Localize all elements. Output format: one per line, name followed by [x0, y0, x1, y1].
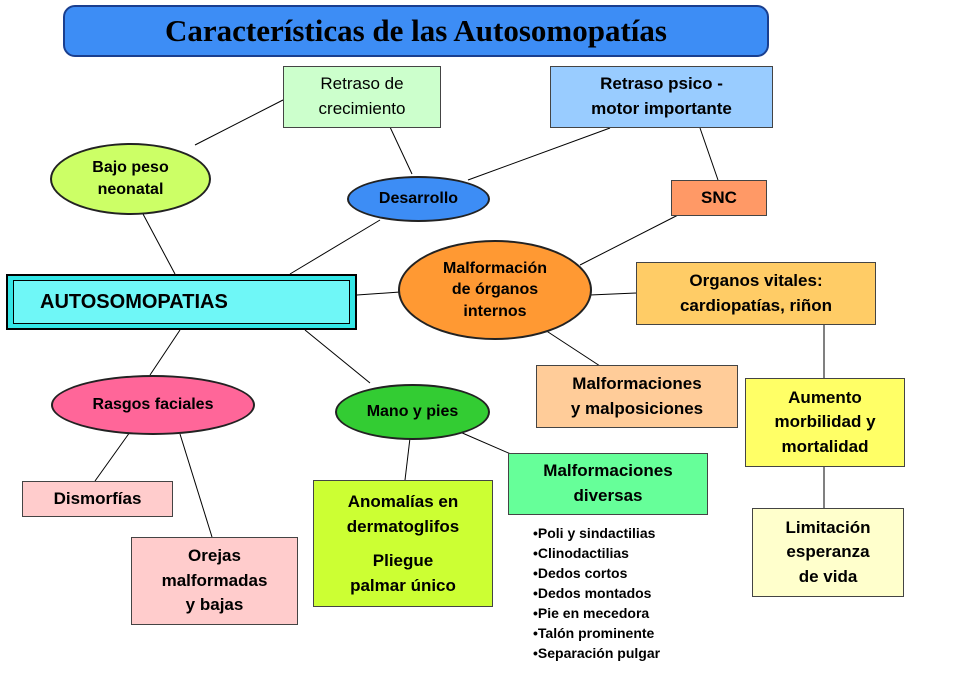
edge-center-bajopeso: [142, 213, 176, 275]
node-malformacion-organos-line-3: internos: [463, 302, 527, 320]
node-orejas-line-3: y bajas: [185, 595, 244, 615]
edge-desarrollo-psicomotor: [467, 127, 611, 181]
node-orejas-line-1: Orejas: [188, 546, 241, 566]
node-bajo-peso: Bajo peso neonatal: [50, 143, 211, 215]
node-desarrollo-label: Desarrollo: [378, 190, 459, 208]
edge-snc-malformacion: [579, 213, 681, 266]
node-organos-vitales-line-2: cardiopatías, riñon: [679, 295, 833, 315]
bullet-item: Pie en mecedora: [533, 603, 733, 623]
bullet-item: Dedos cortos: [533, 563, 733, 583]
node-limitacion-line-1: Limitación: [785, 517, 871, 537]
edge-center-desarrollo: [289, 219, 381, 275]
page-title: Características de las Autosomopatías: [63, 5, 769, 57]
edge-malformacion-organos: [589, 292, 638, 296]
node-rasgos-faciales-label: Rasgos faciales: [92, 396, 214, 414]
node-desarrollo: Desarrollo: [347, 176, 490, 222]
edge-center-rasgos: [149, 329, 181, 376]
node-anomalias-line-1: Anomalías en: [347, 491, 459, 511]
node-malformaciones-diversas-line-1: Malformaciones: [543, 461, 673, 481]
node-limitacion-line-3: de vida: [798, 566, 858, 586]
node-retraso-psicomotor-line-2: motor importante: [591, 99, 732, 118]
node-malformaciones-malposiciones-line-2: y malposiciones: [570, 398, 704, 418]
node-pliegue-line-2: palmar único: [350, 576, 456, 595]
node-rasgos-faciales: Rasgos faciales: [51, 375, 255, 435]
node-aumento-morbilidad-line-3: mortalidad: [781, 436, 869, 456]
node-retraso-crecimiento: Retraso de crecimiento: [283, 66, 441, 128]
node-organos-vitales-line-1: Organos vitales:: [689, 270, 823, 290]
node-malformaciones-diversas: Malformaciones diversas: [508, 453, 708, 515]
node-pliegue-line-1: Pliegue: [372, 550, 434, 570]
node-snc-label: SNC: [701, 187, 737, 207]
node-malformaciones-malposiciones: Malformaciones y malposiciones: [536, 365, 738, 428]
node-aumento-morbilidad-line-2: morbilidad y: [774, 412, 876, 432]
node-mano-pies: Mano y pies: [335, 384, 490, 440]
bullet-item: Dedos montados: [533, 583, 733, 603]
node-malformacion-organos: Malformación de órganos internos: [398, 240, 592, 340]
center-node: AUTOSOMOPATIAS: [13, 280, 350, 324]
node-malformaciones-diversas-line-2: diversas: [573, 486, 643, 505]
node-mano-pies-label: Mano y pies: [366, 403, 459, 421]
bullet-item: Clinodactilias: [533, 543, 733, 563]
node-aumento-morbilidad: Aumento morbilidad y mortalidad: [745, 378, 905, 467]
node-anomalias-line-2: dermatoglifos: [346, 517, 460, 536]
node-dismorfias-label: Dismorfías: [53, 488, 142, 508]
edge-psicomotor-snc: [699, 127, 719, 181]
node-retraso-crecimiento-line-1: Retraso de: [320, 74, 404, 94]
node-organos-vitales: Organos vitales: cardiopatías, riñon: [636, 262, 876, 325]
node-limitacion-esperanza: Limitación esperanza de vida: [752, 508, 904, 597]
node-dismorfias: Dismorfías: [22, 481, 173, 517]
bullet-item: Poli y sindactilias: [533, 523, 733, 543]
edge-mano-anomalias: [404, 437, 411, 481]
node-orejas-line-2: malformadas: [161, 570, 268, 590]
bullet-item: Separación pulgar: [533, 643, 733, 663]
node-limitacion-line-2: esperanza: [786, 542, 870, 562]
edge-malformacion-malposiciones: [544, 329, 601, 367]
edge-retraso-desarrollo: [389, 126, 413, 175]
node-retraso-psicomotor: Retraso psico - motor importante: [550, 66, 773, 128]
node-retraso-psicomotor-line-1: Retraso psico -: [600, 74, 723, 94]
node-malformacion-organos-line-2: de órganos: [451, 281, 539, 299]
node-orejas: Orejas malformadas y bajas: [131, 537, 298, 625]
node-bajo-peso-line-2: neonatal: [97, 181, 164, 198]
bullet-item: Talón prominente: [533, 623, 733, 643]
edge-rasgos-orejas: [179, 433, 213, 538]
edge-center-malformacion: [356, 291, 401, 296]
node-aumento-morbilidad-line-1: Aumento: [788, 387, 862, 407]
edge-rasgos-dismorfias: [94, 431, 131, 482]
node-anomalias-pliegue: Anomalías en dermatoglifos Pliegue palma…: [313, 480, 493, 607]
edge-center-mano: [304, 329, 371, 384]
node-retraso-crecimiento-line-2: crecimiento: [318, 99, 406, 118]
node-malformaciones-malposiciones-line-1: Malformaciones: [572, 373, 702, 393]
node-bajo-peso-line-1: Bajo peso: [92, 159, 169, 177]
node-malformacion-organos-line-1: Malformación: [442, 259, 547, 277]
malformaciones-bullet-list: Poli y sindactilias Clinodactilias Dedos…: [533, 523, 733, 663]
node-snc: SNC: [671, 180, 767, 216]
edge-bajopeso-retraso: [194, 99, 284, 146]
